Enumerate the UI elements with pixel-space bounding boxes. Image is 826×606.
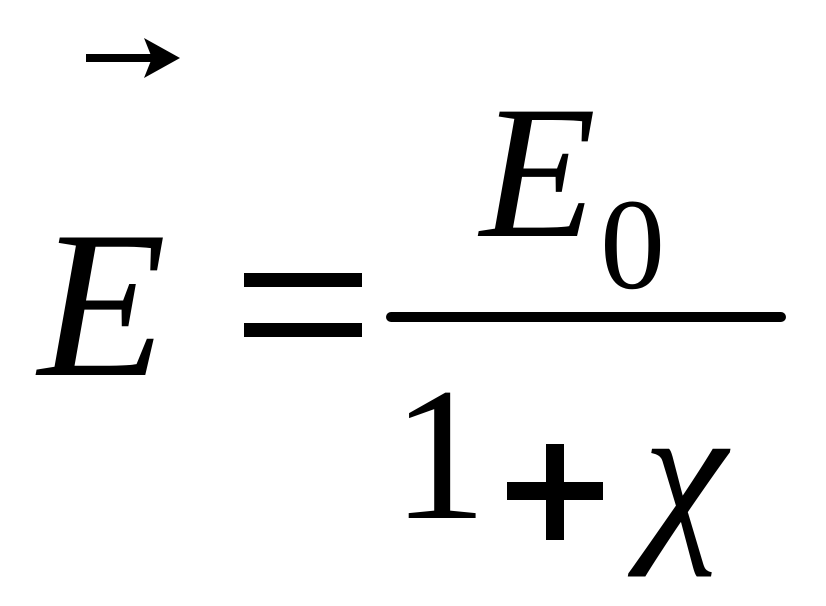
numerator-variable: E [480, 68, 597, 278]
denominator-term-one: 1 [392, 350, 487, 560]
denominator-term-chi: χ [643, 368, 727, 578]
plus-sign [507, 444, 603, 541]
fraction-numerator: E0 [480, 68, 666, 317]
vector-arrow-icon [86, 38, 180, 78]
plus-vertical [546, 444, 564, 541]
equals-bar-top [244, 273, 362, 287]
equals-sign [244, 273, 362, 337]
numerator-subscript: 0 [600, 173, 666, 317]
fraction-bar [386, 312, 786, 322]
lhs-variable: E [38, 189, 167, 421]
equals-bar-bottom [244, 323, 362, 337]
